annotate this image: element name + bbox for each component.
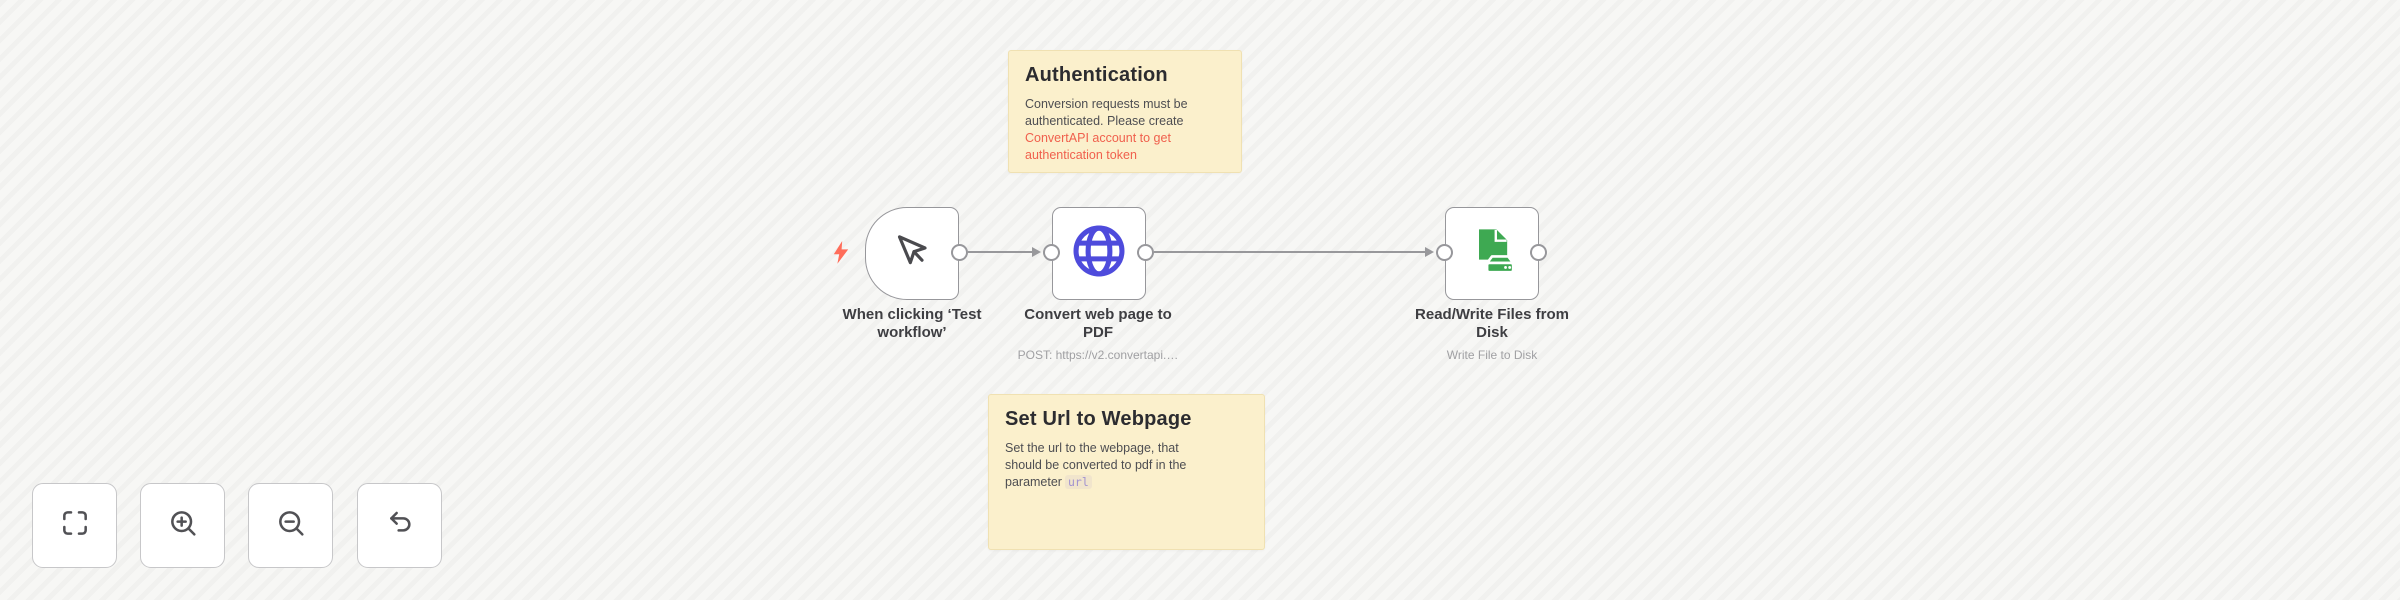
output-port[interactable] (951, 244, 968, 261)
zoom-in-button[interactable] (140, 483, 225, 568)
connection-arrowhead-icon (1032, 247, 1041, 257)
output-port[interactable] (1137, 244, 1154, 261)
sticky-body: Set the url to the webpage, that should … (1005, 440, 1248, 491)
convertapi-link[interactable]: ConvertAPI account to get (1025, 131, 1171, 145)
node-manual-trigger[interactable] (865, 207, 959, 300)
node-label: When clicking ‘Test workflow’ (842, 306, 982, 341)
node-subtitle: POST: https://v2.convertapi.… (1017, 348, 1179, 362)
connection[interactable] (1154, 251, 1426, 253)
sticky-body-line: Conversion requests must be (1025, 97, 1188, 111)
sticky-body: Conversion requests must be authenticate… (1025, 96, 1225, 164)
input-port[interactable] (1043, 244, 1060, 261)
file-disk-icon (1466, 225, 1518, 282)
trigger-bolt-icon (830, 241, 852, 270)
node-label: Read/Write Files from Disk (1415, 306, 1569, 341)
sticky-note-authentication[interactable]: Authentication Conversion requests must … (1008, 50, 1242, 173)
undo-icon (384, 507, 416, 544)
node-convert-webpage-to-pdf[interactable] (1052, 207, 1146, 300)
node-subtitle: Write File to Disk (1446, 348, 1538, 362)
input-port[interactable] (1436, 244, 1453, 261)
sticky-body-line: authenticated. Please create (1025, 114, 1184, 128)
convertapi-link[interactable]: authentication token (1025, 148, 1137, 162)
url-code-token: url (1064, 475, 1092, 489)
mouse-pointer-icon (892, 231, 932, 276)
zoom-out-button[interactable] (248, 483, 333, 568)
sticky-body-line: should be converted to pdf in the (1005, 458, 1187, 472)
zoom-in-icon (167, 507, 199, 544)
undo-button[interactable] (357, 483, 442, 568)
fit-view-icon (59, 507, 91, 544)
node-label: Convert web page to PDF (1024, 306, 1172, 341)
output-port[interactable] (1530, 244, 1547, 261)
sticky-body-line: Set the url to the webpage, that (1005, 441, 1179, 455)
sticky-title: Authentication (1025, 64, 1168, 86)
sticky-note-set-url[interactable]: Set Url to Webpage Set the url to the we… (988, 394, 1265, 550)
connection-arrowhead-icon (1425, 247, 1434, 257)
fit-view-button[interactable] (32, 483, 117, 568)
node-read-write-files[interactable] (1445, 207, 1539, 300)
connection[interactable] (968, 251, 1032, 253)
zoom-out-icon (275, 507, 307, 544)
sticky-title: Set Url to Webpage (1005, 408, 1192, 430)
globe-icon (1070, 222, 1128, 285)
